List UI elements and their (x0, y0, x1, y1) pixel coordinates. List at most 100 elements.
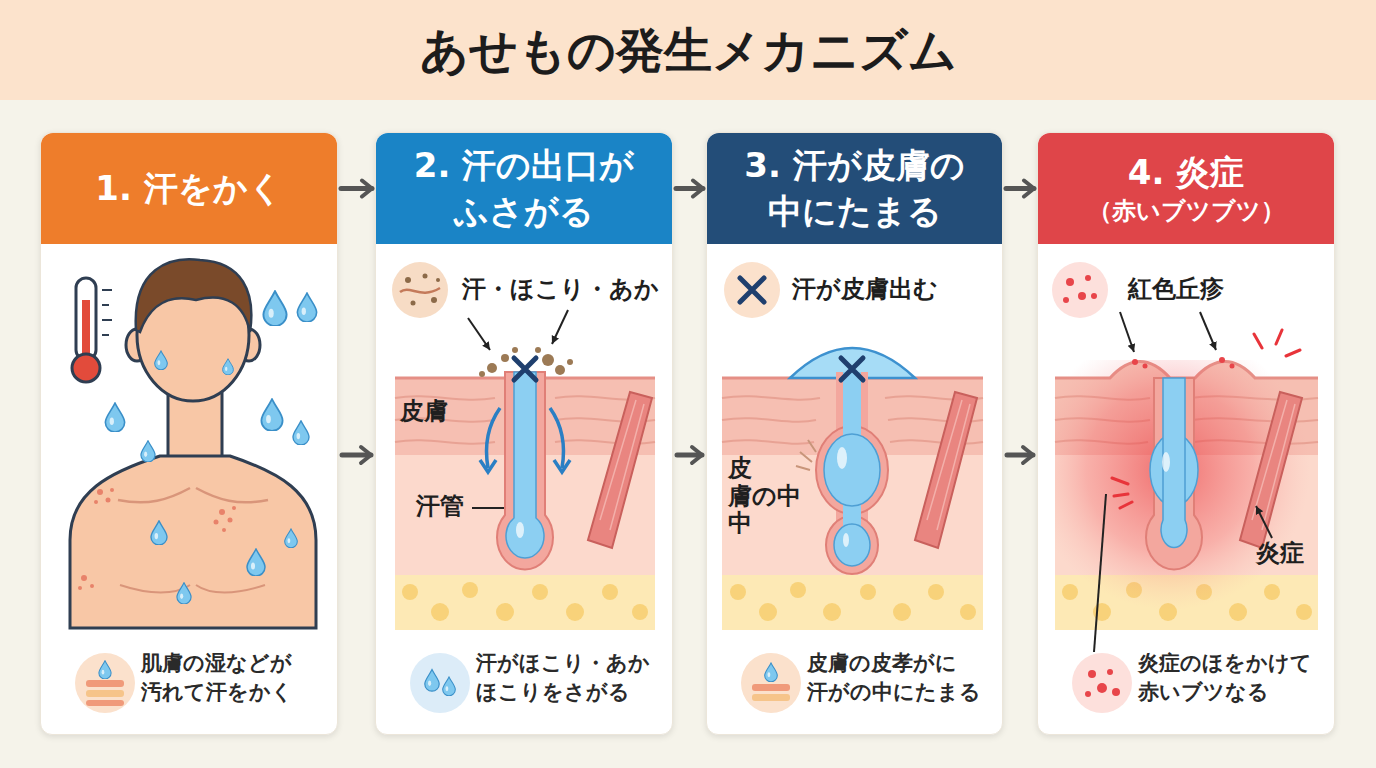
sweat-drops-part (151, 521, 167, 545)
footer-icon-4-part-part (1112, 688, 1120, 696)
flow-arrow (1006, 186, 1034, 191)
skin-section-3-part (722, 455, 983, 575)
icon-x (724, 262, 780, 318)
thermometer-part (82, 300, 90, 362)
sweat-drops-part (293, 421, 309, 445)
footer-icon-3 (741, 653, 801, 713)
icon-dirt-part (411, 301, 416, 306)
skin-section-4-part (1055, 575, 1318, 630)
skin-section-3-part (722, 378, 983, 455)
skin-section-3-part (730, 582, 976, 621)
skin-section-4-part (1162, 452, 1170, 472)
skin-section-4-part (1252, 400, 1295, 530)
icon-dirt-part (392, 262, 448, 318)
inflammation-marks (1112, 330, 1300, 508)
skin-section-3-part (843, 372, 861, 552)
skin-section-2-part-part (462, 582, 478, 598)
skin-section-3-part (927, 400, 970, 530)
dirt-particles (479, 347, 573, 377)
footer-icon-3-part (752, 694, 790, 701)
skin-section-4-part (1240, 392, 1302, 548)
leader-lines-4-part (1094, 494, 1106, 652)
skin-section-4-part (1150, 434, 1198, 506)
icon-dirt-part (400, 288, 440, 293)
skin-section-3-part (826, 516, 878, 574)
step-description-box: 皮膚の皮孝がに 汗がの中にたまる (807, 649, 998, 708)
person-part (126, 329, 148, 361)
skin-section-4-part-part (1196, 584, 1212, 600)
skin-section-2-part (516, 522, 524, 538)
skin-section-4-part-part (1143, 364, 1148, 369)
thermometer (72, 278, 112, 382)
skin-section-2-part-part (602, 584, 618, 600)
icon-papules-part-part (1085, 275, 1091, 281)
skin-section-2 (395, 372, 655, 630)
skin-section-2-part (550, 408, 564, 468)
skin-section-2-part (497, 372, 553, 569)
skin-section-2-part (487, 408, 501, 468)
skin-section-4-part (1055, 362, 1318, 456)
step-description: 汗がほこり・あか ほこりをさがる (476, 649, 668, 708)
step-header: 3. 汗が皮膚の 中にたまる (707, 133, 1002, 244)
inflammation-marks-part (1254, 330, 1300, 356)
icon-papules-part-part (1063, 297, 1069, 303)
step-description: 炎症のほをかけて 赤いブツなる (1138, 649, 1330, 708)
skin-section-2-part-part (431, 603, 449, 621)
skin-section-3-part (834, 524, 870, 566)
footer-icon-2 (410, 653, 470, 713)
flow-arrow (341, 186, 372, 191)
rash-dots (78, 488, 236, 590)
skin-section-4-part (1055, 396, 1318, 443)
step-header: 1. 汗をかく (41, 133, 337, 244)
footer-icon-1-part (99, 661, 111, 679)
skin-section-3-part-part (893, 603, 911, 621)
icon-papules-part (1063, 275, 1097, 303)
skin-section-4-part-part (1230, 364, 1235, 369)
skin-section-4-part-part (1126, 582, 1142, 598)
thermometer-part (102, 290, 112, 335)
step-description-box: 汗がほこり・あか ほこりをさがる (476, 649, 668, 708)
dirt-particles-part (535, 347, 541, 353)
flow-arrow (342, 453, 371, 458)
icon-papules-part-part (1066, 278, 1074, 286)
skin-section-2-part-part (566, 603, 584, 621)
rash-dots-part (106, 498, 111, 503)
footer-icon-1 (75, 653, 135, 713)
footer-icon-1-part (86, 700, 124, 706)
dirt-particles-part (512, 347, 518, 353)
skin-section-2-part (506, 372, 544, 558)
footer-icon-1-part (86, 690, 124, 697)
skin-section-3 (722, 348, 983, 630)
flow-arrow (677, 453, 702, 458)
leader-lines-4-part (1200, 312, 1216, 350)
skin-section-4-part (1132, 357, 1235, 369)
rash-dots-part (219, 509, 225, 515)
skin-section-2-part (554, 460, 570, 472)
skin-section-4-part-part (1219, 357, 1225, 363)
thermometer-part (76, 278, 96, 360)
skin-section-4-part-part (1093, 603, 1111, 621)
footer-icon-4-part-part (1085, 691, 1091, 697)
skin-section-2-part-part (532, 584, 548, 600)
sweat-drops-part (105, 403, 124, 432)
sweat-drops-part (247, 549, 265, 576)
step-description-box: 肌膚の湿などが 汚れて汗をかく (141, 649, 333, 708)
thermometer-part (72, 354, 100, 382)
person-part (70, 456, 316, 628)
footer-icon-4-part-part (1107, 669, 1113, 675)
sweat-drops-part (141, 441, 155, 462)
skin-section-2-part (395, 377, 655, 380)
dirt-particles-part (555, 365, 565, 375)
skin-section-4-part-part (1159, 603, 1177, 621)
dirt-particles-part (487, 363, 497, 373)
leader-lines-4 (1094, 312, 1272, 652)
step-description: 皮膚の皮孝がに 汗がの中にたまる (807, 649, 998, 708)
rash-dots-part (94, 500, 98, 504)
person-part (118, 488, 268, 502)
sweat-drops-part (263, 291, 286, 326)
step-subtitle: （赤いブツブツ） (1088, 196, 1285, 227)
icon-x-part (724, 262, 780, 318)
skin-section-2-part (600, 400, 644, 530)
skin-section-3-part-part (823, 603, 841, 621)
icon-dirt-part (423, 274, 428, 279)
